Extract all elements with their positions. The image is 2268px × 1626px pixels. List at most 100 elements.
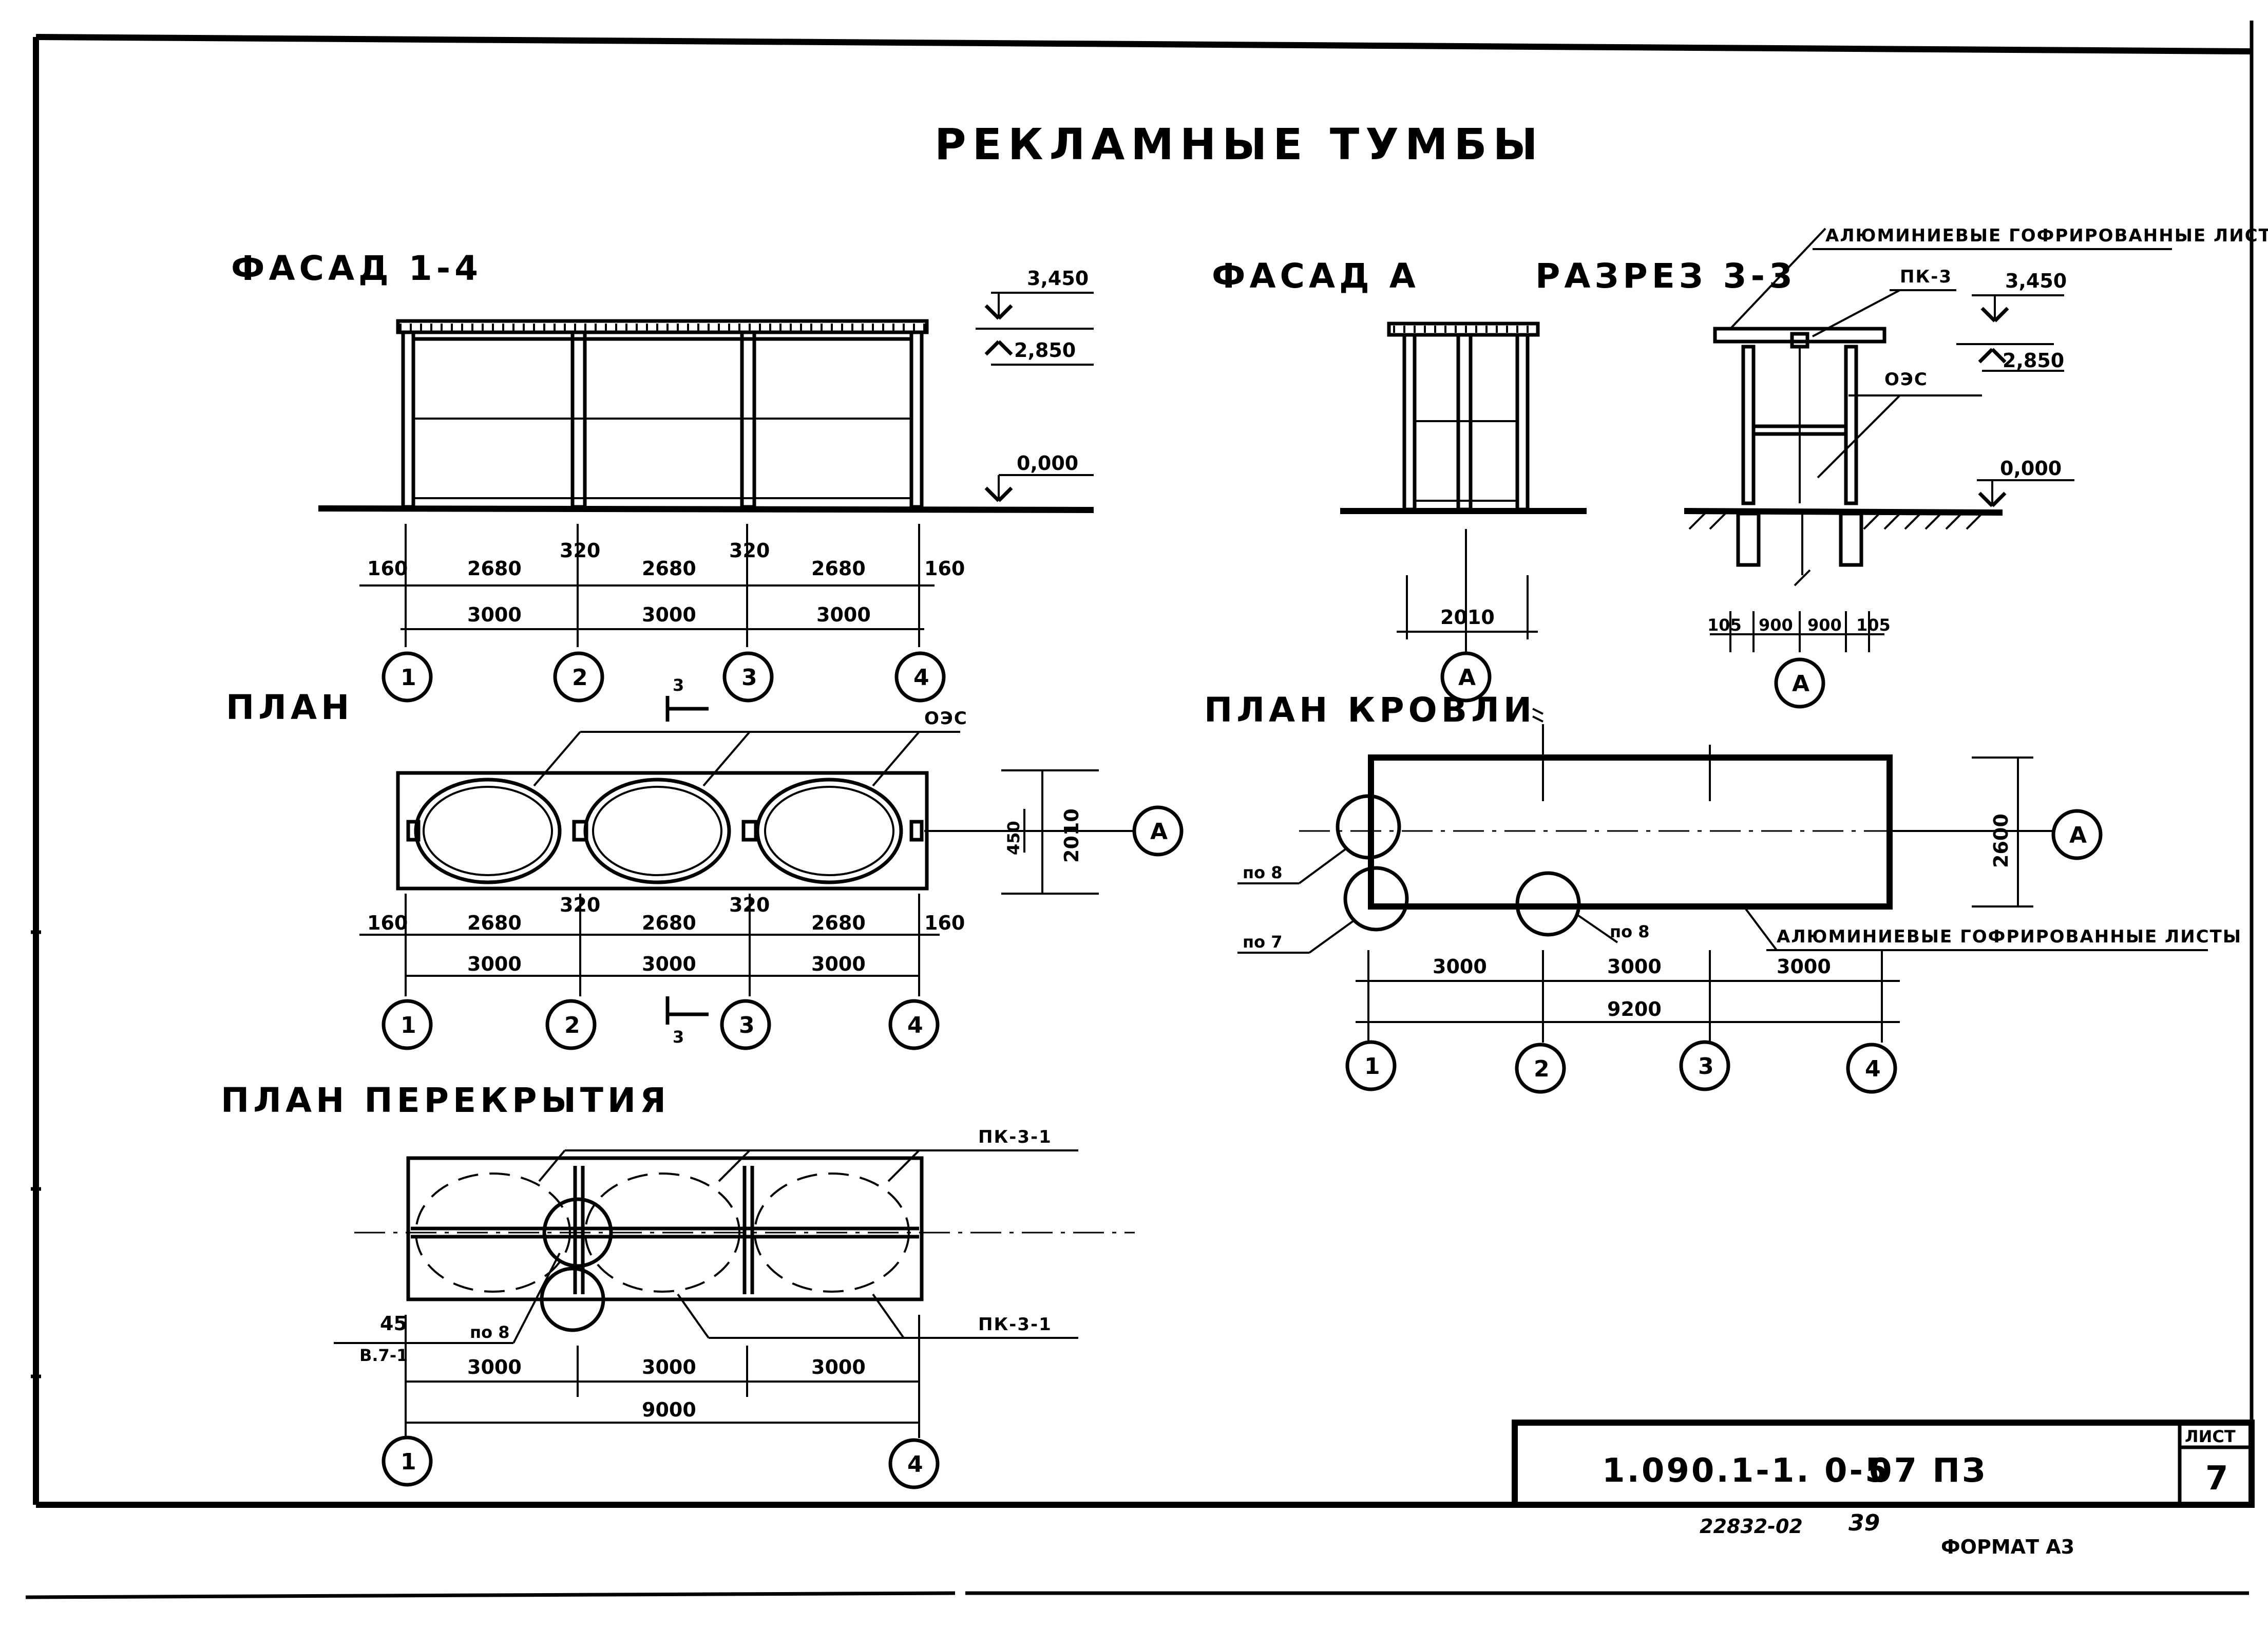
plan-cut-bottom: 3 — [673, 1027, 684, 1047]
dim: 3000 — [467, 953, 522, 975]
dim: 3000 — [642, 603, 696, 626]
plan-cut-top: 3 — [673, 675, 684, 695]
dim: 3000 — [642, 953, 696, 975]
axis-label: 4 — [1865, 1056, 1881, 1082]
dim: 2680 — [642, 557, 696, 580]
elev-3450: 3,450 — [1027, 267, 1089, 290]
dim: 160 — [367, 912, 408, 934]
roof-plan: ПЛАН КРОВЛИ по 8 по 7 по 8 АЛЮМИНИЕВЫЕ Г… — [1204, 690, 2242, 1094]
axis-label: 4 — [907, 1012, 923, 1038]
elev-2850: 2,850 — [1014, 339, 1076, 362]
dim: 3000 — [816, 603, 871, 626]
axis-label: 2 — [1534, 1056, 1550, 1082]
roof-corrugation — [399, 324, 925, 331]
axis-label: 4 — [907, 1451, 923, 1478]
footer-page: 39 — [1848, 1510, 1880, 1536]
slab-note-top: ПК-3-1 — [978, 1127, 1052, 1147]
dim: 160 — [924, 912, 965, 934]
axis-label: 4 — [913, 665, 929, 691]
elev-0000: 0,000 — [1017, 452, 1078, 475]
callout: по 7 — [1243, 932, 1283, 952]
facade-a-label: ФАСАД А — [1212, 256, 1420, 296]
dim: 2600 — [1990, 814, 2012, 868]
roof-plan-note: АЛЮМИНИЕВЫЕ ГОФРИРОВАННЫЕ ЛИСТЫ — [1777, 927, 2242, 947]
section-pk-note: ПК-3 — [1900, 267, 1952, 287]
plan-ozh-note: ОЭС — [924, 708, 968, 729]
callout: по 8 — [1243, 863, 1283, 882]
section-3-3-label: РАЗРЕЗ 3-3 — [1535, 256, 1797, 296]
dim: 2680 — [811, 557, 866, 580]
facade-dims: 160 2680 320 2680 320 2680 160 3000 3000… — [359, 524, 965, 647]
axis-label: 1 — [1364, 1053, 1380, 1080]
facade-1-4: ФАСАД 1-4 3,450 2,850 0,000 — [231, 249, 1094, 703]
sheet-frame — [25, 21, 2254, 1599]
dim: 320 — [560, 539, 600, 562]
dim: 9200 — [1607, 998, 1662, 1020]
dim: 3000 — [467, 1356, 522, 1378]
plan-label: ПЛАН — [226, 688, 353, 727]
slab-note-bottom: ПК-3-1 — [978, 1314, 1052, 1335]
plan: ПЛАН 3 3 ОЭС 450 2010 А — [226, 675, 1184, 1050]
dim: 450 — [1004, 821, 1023, 855]
dim: 2680 — [811, 912, 866, 934]
footer-inventory: 22832-02 — [1700, 1515, 1803, 1538]
dim: 3000 — [811, 1356, 866, 1378]
section-3-3: РАЗРЕЗ 3-3 АЛЮМИНИЕВЫЕ ГОФРИРОВАННЫЕ ЛИС… — [1535, 225, 2268, 709]
facade-a-axis: А — [1458, 665, 1476, 691]
dim: 900 — [1807, 615, 1842, 635]
drawing-title: РЕКЛАМНЫЕ ТУМБЫ — [935, 119, 1544, 169]
elev-2850: 2,850 — [2003, 349, 2064, 372]
axis-label: 1 — [401, 1449, 416, 1475]
dim: 3000 — [1433, 955, 1487, 978]
slab-dim-45: 45 — [380, 1312, 407, 1335]
slab-mark-b71: В.7-1 — [359, 1346, 408, 1365]
title-stamp: 1.090.1-1. 0-5 07 ПЗ ЛИСТ 7 — [1512, 1420, 2255, 1508]
section-ozh-note: ОЭС — [1884, 369, 1928, 390]
axis-label: А — [1150, 819, 1168, 845]
dim: 2680 — [642, 912, 696, 934]
elev-0000: 0,000 — [2000, 457, 2062, 480]
stamp-sheet-code: 07 ПЗ — [1869, 1452, 1987, 1490]
dim: 3000 — [642, 1356, 696, 1378]
axis-label: 3 — [741, 665, 757, 691]
dim: 3000 — [1777, 955, 1831, 978]
dim: 320 — [729, 894, 770, 916]
section-roof-note: АЛЮМИНИЕВЫЕ ГОФРИРОВАННЫЕ ЛИСТЫ — [1825, 225, 2268, 246]
elevation-marks: 3,450 2,850 0,000 — [976, 267, 1094, 502]
dim: 105 — [1856, 615, 1891, 635]
dim: 160 — [367, 557, 408, 580]
roof-plan-label: ПЛАН КРОВЛИ — [1204, 690, 1536, 730]
dim: 105 — [1707, 615, 1742, 635]
section-axis: А — [1792, 671, 1809, 697]
axis-label: 2 — [572, 665, 588, 691]
stamp-sheet-number: 7 — [2205, 1460, 2231, 1498]
axis-label: 2 — [564, 1012, 580, 1038]
footer-format: ФОРМАТ А3 — [1941, 1536, 2074, 1558]
facade-axes: 1 2 3 4 — [382, 651, 946, 703]
dim: 3000 — [467, 603, 522, 626]
facade-a-dim: 2010 — [1440, 606, 1495, 629]
callout: по 8 — [1610, 922, 1650, 941]
axis-label: 1 — [401, 665, 416, 691]
axis-label: 1 — [401, 1012, 416, 1038]
dim: 320 — [560, 894, 600, 916]
dim: 2680 — [467, 912, 522, 934]
stamp-code: 1.090.1-1. 0-5 — [1602, 1452, 1890, 1490]
dim: 3000 — [811, 953, 866, 975]
dim: 2680 — [467, 557, 522, 580]
axis-label: 3 — [1698, 1053, 1714, 1080]
stamp-sheet-label: ЛИСТ — [2185, 1427, 2236, 1446]
dim: 900 — [1759, 615, 1793, 635]
elev-3450: 3,450 — [2005, 270, 2067, 292]
dim: 2010 — [1060, 808, 1083, 863]
dim: 160 — [924, 557, 965, 580]
slab-plan-label: ПЛАН ПЕРЕКРЫТИЯ — [221, 1081, 670, 1120]
axis-label: 3 — [739, 1012, 755, 1038]
facade-a: ФАСАД А 2010 А — [1212, 256, 1587, 703]
facade-1-4-label: ФАСАД 1-4 — [231, 249, 482, 288]
slab-callout: по 8 — [470, 1322, 510, 1342]
axis-label: А — [2069, 822, 2087, 848]
dim: 320 — [729, 539, 770, 562]
footer: 22832-02 39 ФОРМАТ А3 — [1700, 1510, 2074, 1558]
